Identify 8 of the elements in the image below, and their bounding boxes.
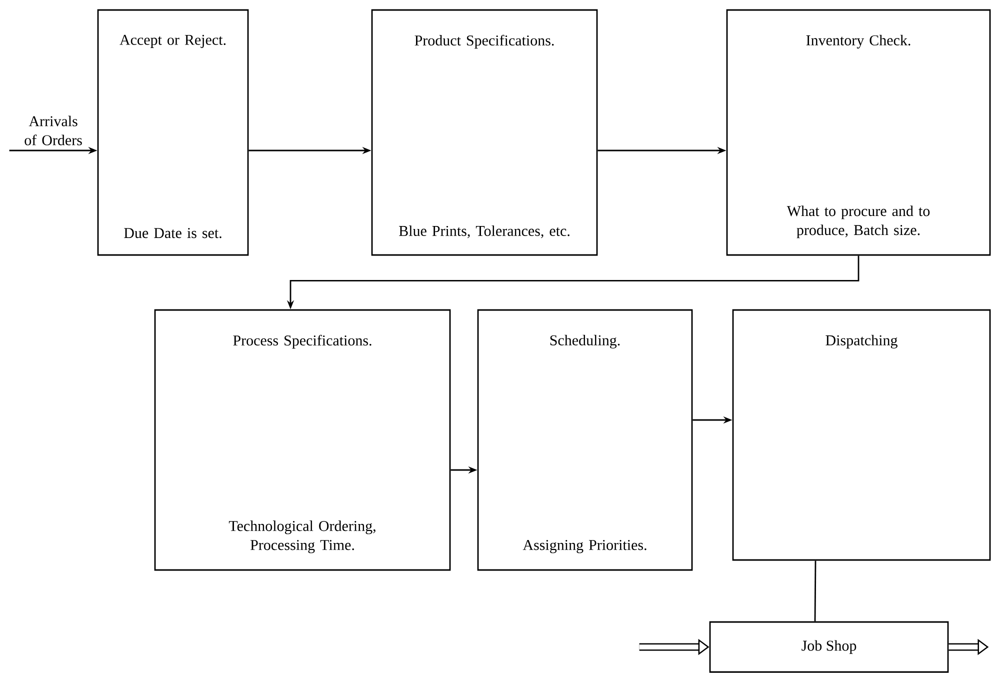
process-box: Job Shop bbox=[709, 621, 949, 673]
process-box: Inventory Check. What to procure and to produce, Batch size. bbox=[726, 9, 991, 256]
process-box: Scheduling. Assigning Priorities. bbox=[477, 309, 693, 571]
process-box: Accept or Reject. Due Date is set. bbox=[97, 9, 249, 256]
process-box: Dispatching bbox=[732, 309, 991, 561]
process-box: Product Specifications. Blue Prints, Tolerances, etc. bbox=[371, 9, 598, 256]
process-box: Process Specifications. Technological Ordering, Processing Time. bbox=[154, 309, 451, 571]
edge-label: Arrivals of Orders bbox=[17, 114, 90, 146]
